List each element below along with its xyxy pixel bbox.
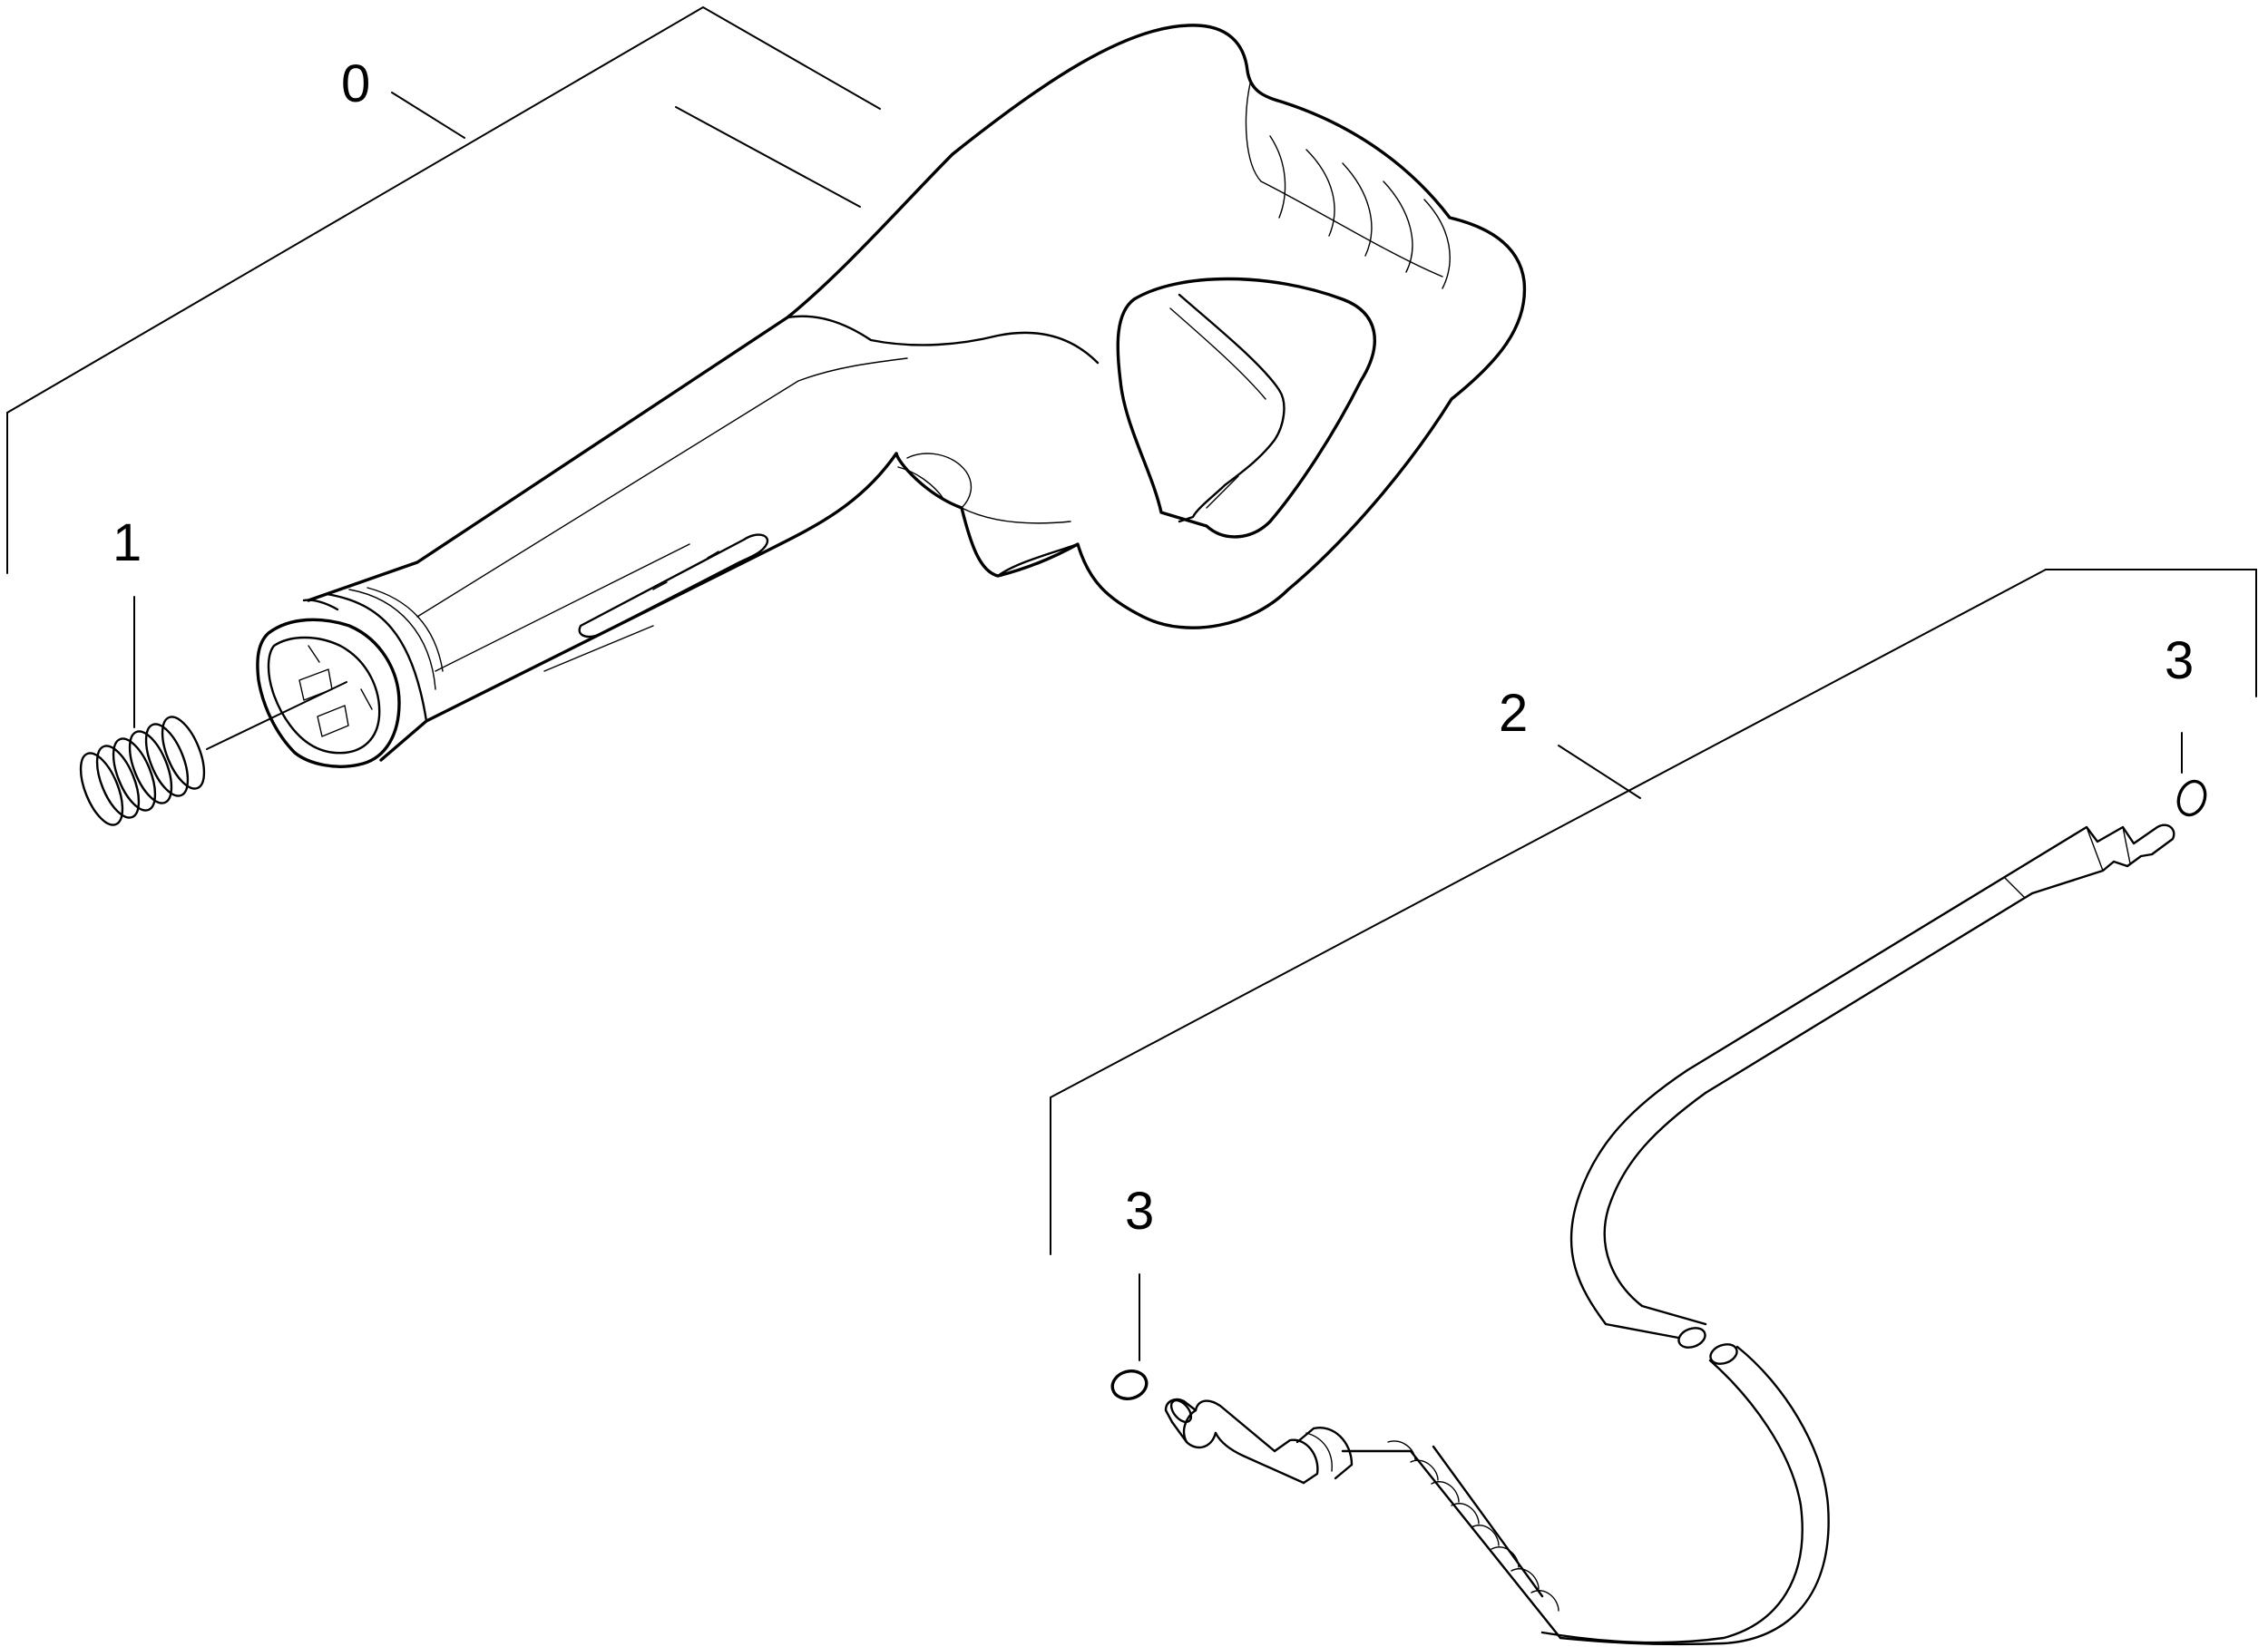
spray-gun (256, 24, 1527, 768)
callout-1: 1 (112, 513, 142, 572)
bracket-group-0 (6, 5, 881, 574)
o-ring-bottom (1110, 1369, 1149, 1401)
callout-2: 2 (1499, 684, 1528, 743)
callout-3-top: 3 (2165, 631, 2194, 690)
spray-lance (1164, 824, 2175, 1646)
o-ring-top (2176, 779, 2207, 817)
bracket-group-2 (1050, 569, 2257, 1255)
callout-3-bottom: 3 (1125, 1182, 1154, 1241)
spring (79, 716, 206, 826)
callout-0: 0 (341, 54, 370, 113)
